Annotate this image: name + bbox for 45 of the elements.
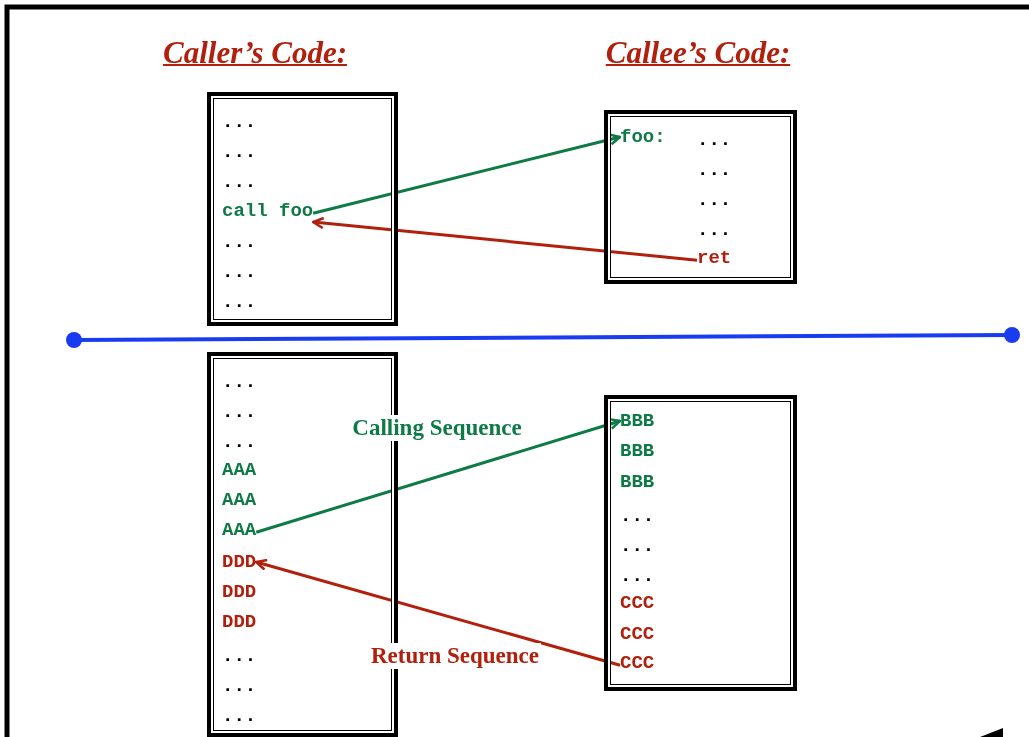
code-line: DDD bbox=[222, 581, 257, 603]
code-line: ... bbox=[222, 371, 257, 393]
code-line: ... bbox=[222, 231, 257, 253]
code-line: ... bbox=[697, 189, 732, 211]
code-line: ... bbox=[222, 401, 257, 423]
code-line: ... bbox=[222, 141, 257, 163]
code-line: call foo bbox=[222, 200, 314, 222]
edge-label: Calling Sequence bbox=[350, 415, 524, 441]
code-box bbox=[604, 110, 797, 284]
arrow bbox=[255, 417, 622, 534]
code-box bbox=[207, 92, 398, 326]
arrow bbox=[311, 216, 698, 262]
code-line: AAA bbox=[222, 489, 257, 511]
code-line: ... bbox=[697, 129, 732, 151]
code-line: ... bbox=[222, 431, 257, 453]
code-line: ret bbox=[697, 247, 732, 269]
code-line: CCC bbox=[620, 652, 655, 674]
code-line: ... bbox=[620, 505, 655, 527]
code-line: ... bbox=[222, 705, 257, 727]
code-line: DDD bbox=[222, 611, 257, 633]
code-line: DDD bbox=[222, 551, 257, 573]
edge-label: Return Sequence bbox=[369, 643, 541, 669]
code-line: ... bbox=[222, 675, 257, 697]
code-line: ... bbox=[222, 645, 257, 667]
arrow bbox=[254, 558, 621, 667]
code-line: ... bbox=[222, 291, 257, 313]
code-line: ... bbox=[620, 565, 655, 587]
code-line: CCC bbox=[620, 592, 655, 614]
arrow bbox=[312, 133, 622, 215]
code-box bbox=[604, 395, 797, 691]
code-line: ... bbox=[697, 219, 732, 241]
code-line: ... bbox=[222, 171, 257, 193]
code-line: BBB bbox=[620, 410, 655, 432]
code-line: AAA bbox=[222, 519, 257, 541]
code-line: CCC bbox=[620, 623, 655, 645]
code-line: foo: bbox=[620, 126, 666, 148]
code-line: BBB bbox=[620, 440, 655, 462]
heading: Callee’s Code: bbox=[605, 35, 791, 71]
code-line: ... bbox=[620, 535, 655, 557]
code-line: ... bbox=[222, 261, 257, 283]
code-line: AAA bbox=[222, 459, 257, 481]
heading: Caller’s Code: bbox=[163, 35, 347, 71]
code-line: BBB bbox=[620, 471, 655, 493]
code-line: ... bbox=[222, 111, 257, 133]
code-line: ... bbox=[697, 159, 732, 181]
